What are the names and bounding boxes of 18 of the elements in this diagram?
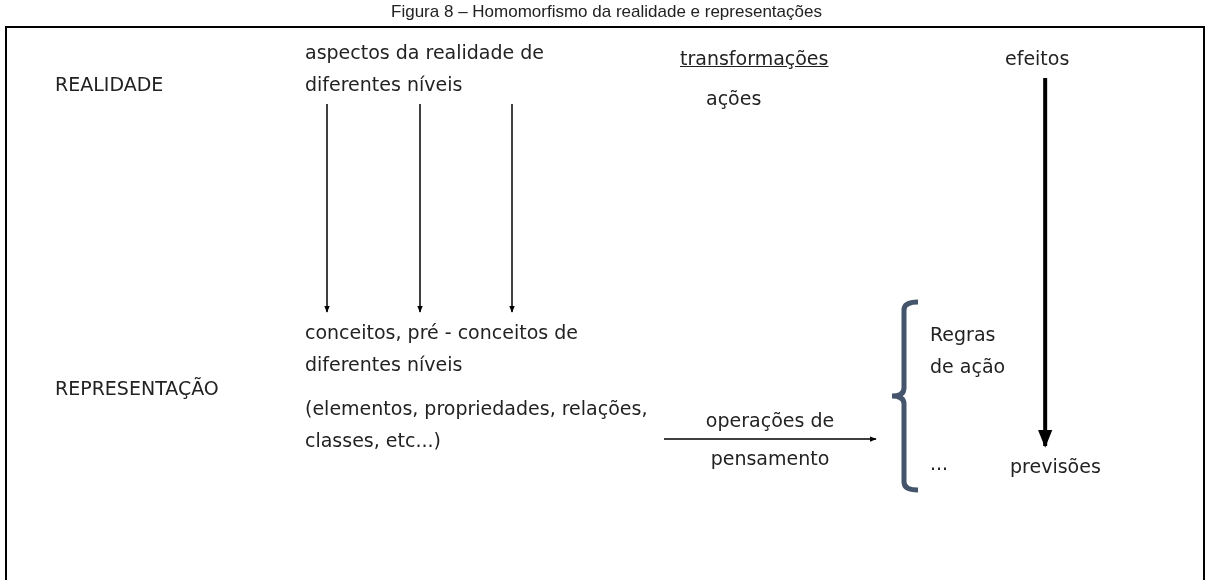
arrow xyxy=(417,103,423,313)
figure-title: Figura 8 – Homomorfismo da realidade e representações xyxy=(390,2,823,22)
section-label: REALIDADE xyxy=(55,72,164,97)
section-label: REPRESENTAÇÃO xyxy=(55,376,219,401)
node-text: conceitos, pré - conceitos de diferentes níveis xyxy=(305,320,579,377)
arrow xyxy=(324,103,330,313)
underlined-label: transformações xyxy=(680,46,829,71)
node-text: previsões xyxy=(1010,450,1101,482)
text-label: ações xyxy=(706,86,762,111)
arrow xyxy=(663,436,877,442)
node-text: (elementos, propriedades, relações, classes, etc...) xyxy=(305,396,649,453)
arrow xyxy=(1037,78,1053,448)
arrow xyxy=(509,103,515,313)
node-text: efeitos xyxy=(1005,42,1070,74)
edge-label: operações de pensamento xyxy=(704,408,836,472)
node-text: aspectos da realidade de diferentes níveis xyxy=(305,36,595,100)
node-text: Regras de ação xyxy=(930,318,1020,382)
node-text: ... xyxy=(930,447,949,479)
